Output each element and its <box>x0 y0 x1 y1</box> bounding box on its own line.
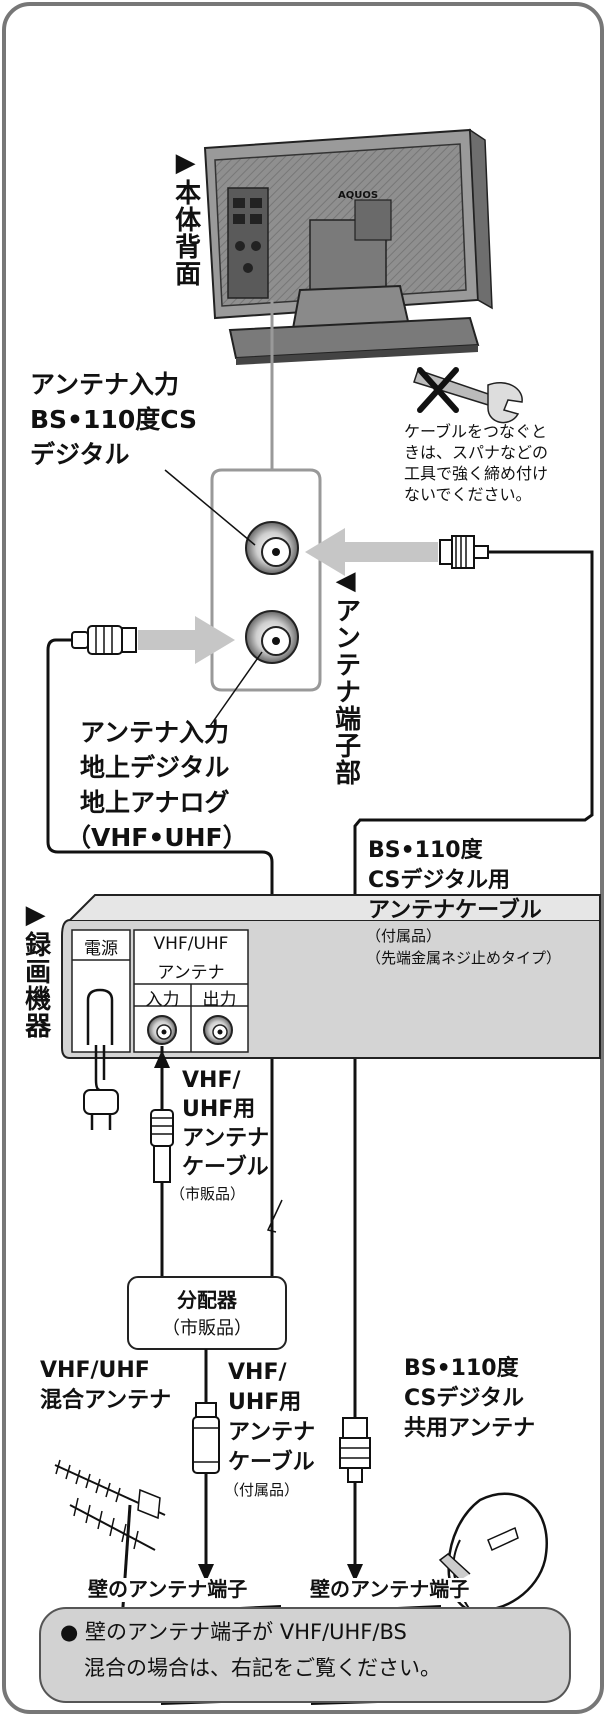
vhf-cable-2-label-3: アンテナ <box>228 1420 316 1445</box>
terrestrial-connect-arrow <box>138 616 235 664</box>
bs-cable-label-2: CSデジタル用 <box>368 868 510 893</box>
vhf-antenna-label-2: 混合アンテナ <box>40 1388 172 1413</box>
terrestrial-input-label-1: アンテナ入力 <box>80 718 230 747</box>
vhf-cable-1-label-4: ケーブル <box>182 1155 269 1180</box>
warning-text-4: ないでください。 <box>404 485 532 504</box>
footnote-line-1: ● 壁のアンテナ端子が VHF/UHF/BS <box>60 1620 407 1644</box>
recorder-power-label: 電源 <box>84 939 118 959</box>
terrestrial-input-label-2: 地上デジタル <box>80 753 230 782</box>
bs-antenna-label-1: BS•110度 <box>404 1356 519 1381</box>
bs-connect-arrow <box>305 528 438 576</box>
recorder-section-label: ▶録画機器 <box>20 900 51 1039</box>
bs-antenna-label-3: 共用アンテナ <box>404 1416 536 1441</box>
power-plug-icon <box>83 988 119 1130</box>
recorder-in-label: 入力 <box>145 990 180 1010</box>
bs-input-label-2: BS•110度CS <box>30 405 198 434</box>
bs-input-label-1: アンテナ入力 <box>30 370 180 399</box>
vhf-cable-2-note: （付属品） <box>224 1481 300 1499</box>
terrestrial-input-port <box>245 610 299 664</box>
footnote-box <box>39 1607 571 1703</box>
vhf-cable-2-label-2: UHF用 <box>228 1390 302 1415</box>
vhf-cable-2 <box>192 1349 220 1582</box>
splitter-label: 分配器 <box>177 1288 237 1312</box>
bs-dish-antenna-image <box>438 1492 548 1671</box>
bs-cable-bottom-plug <box>339 1417 371 1582</box>
recorder-antenna-label-1: VHF/UHF <box>153 934 229 954</box>
vhf-cable-1-label-3: アンテナ <box>182 1126 270 1151</box>
bs-cable-label-1: BS•110度 <box>368 838 483 863</box>
splitter-note: （市販品） <box>162 1318 252 1339</box>
vhf-cable-2-label-4: ケーブル <box>228 1450 315 1475</box>
vhf-cable-1-label-1: VHF/ <box>182 1068 241 1093</box>
bs-cable-note-2: （先端金属ネジ止めタイプ） <box>366 949 562 967</box>
footnote-line-2: 混合の場合は、右記をご覧ください。 <box>84 1656 441 1680</box>
vhf-cable-1-label-2: UHF用 <box>182 1097 256 1122</box>
recorder-out-port <box>203 1015 233 1045</box>
terminal-section-label: ◀アンテナ端子部 <box>330 566 361 786</box>
terrestrial-cable-plug <box>71 625 137 655</box>
recorder-in-port <box>147 1015 177 1045</box>
recorder-antenna-label-2: アンテナ <box>157 963 225 983</box>
tv-brand-text: AQUOS <box>338 190 378 201</box>
warning-text-3: 工具で強く締め付け <box>404 464 549 483</box>
terrestrial-input-label-3: 地上アナログ <box>80 788 230 817</box>
wall-terminal-right-label: 壁のアンテナ端子 <box>310 1577 470 1602</box>
warning-text-1: ケーブルをつなぐと <box>404 422 548 441</box>
warning-text-2: きは、スパナなどの <box>404 443 549 462</box>
bs-cable-label-3: アンテナケーブル <box>368 898 542 923</box>
vhf-cable-1-note: （市販品） <box>170 1185 246 1203</box>
bs-antenna-label-2: CSデジタル <box>404 1386 524 1411</box>
terrestrial-cable <box>46 638 274 1277</box>
wall-terminal-left-label: 壁のアンテナ端子 <box>88 1577 248 1602</box>
tv-rear-image <box>203 128 493 365</box>
vhf-cable-1-plug <box>150 1109 174 1277</box>
recorder-out-label: 出力 <box>202 990 237 1010</box>
vhf-antenna-label-1: VHF/UHF <box>40 1358 150 1383</box>
vhf-cable-2-label-1: VHF/ <box>228 1360 287 1385</box>
bs-input-label-3: デジタル <box>30 440 130 469</box>
bs-cable-note-1: （付属品） <box>366 927 442 945</box>
bs-input-port <box>245 521 299 575</box>
no-wrench-icon <box>413 367 523 424</box>
tv-section-label: ▶本体背面 <box>170 148 201 287</box>
terrestrial-input-label-4: （VHF•UHF） <box>66 823 248 852</box>
